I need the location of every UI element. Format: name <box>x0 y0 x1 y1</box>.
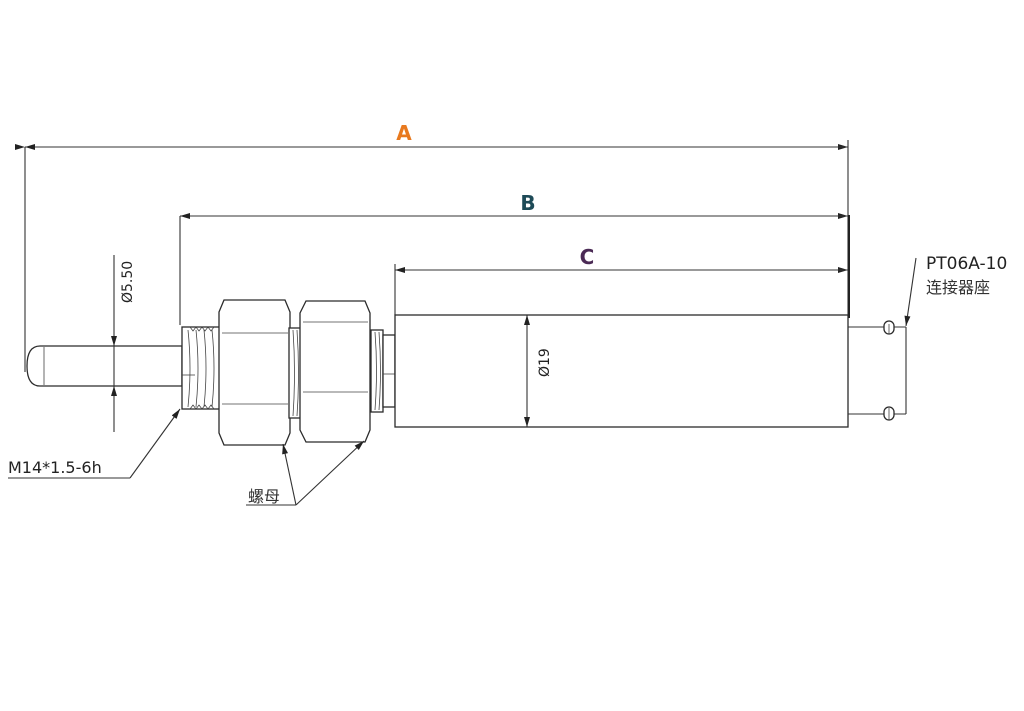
dimension-a-label: A <box>396 121 412 145</box>
dimension-b-label: B <box>520 191 535 215</box>
connector-name-label: 连接器座 <box>926 278 990 297</box>
nut-label: 螺母 <box>248 487 280 506</box>
threaded-section <box>181 326 221 410</box>
body-diameter-dimension: Ø19 <box>524 315 553 427</box>
dimension-c-label: C <box>580 245 595 269</box>
connector: PT06A-10 连接器座 <box>848 254 1007 421</box>
probe-diameter-label: Ø5.50 <box>120 261 136 303</box>
rear-thread <box>370 329 396 413</box>
connector-model-label: PT06A-10 <box>926 254 1007 274</box>
dimension-b: B <box>179 191 848 325</box>
middle-thread <box>288 327 302 419</box>
sensor-body <box>394 314 849 428</box>
nut-leader: 螺母 <box>246 440 365 506</box>
probe-diameter-dimension: Ø5.50 <box>111 255 136 432</box>
body-diameter-label: Ø19 <box>537 348 553 377</box>
probe-rod <box>26 345 183 387</box>
nut-1 <box>218 299 291 446</box>
nut-2 <box>299 300 371 443</box>
thread-leader: M14*1.5-6h <box>8 408 181 479</box>
dimension-c: C <box>394 245 848 315</box>
thread-spec-label: M14*1.5-6h <box>8 458 102 477</box>
